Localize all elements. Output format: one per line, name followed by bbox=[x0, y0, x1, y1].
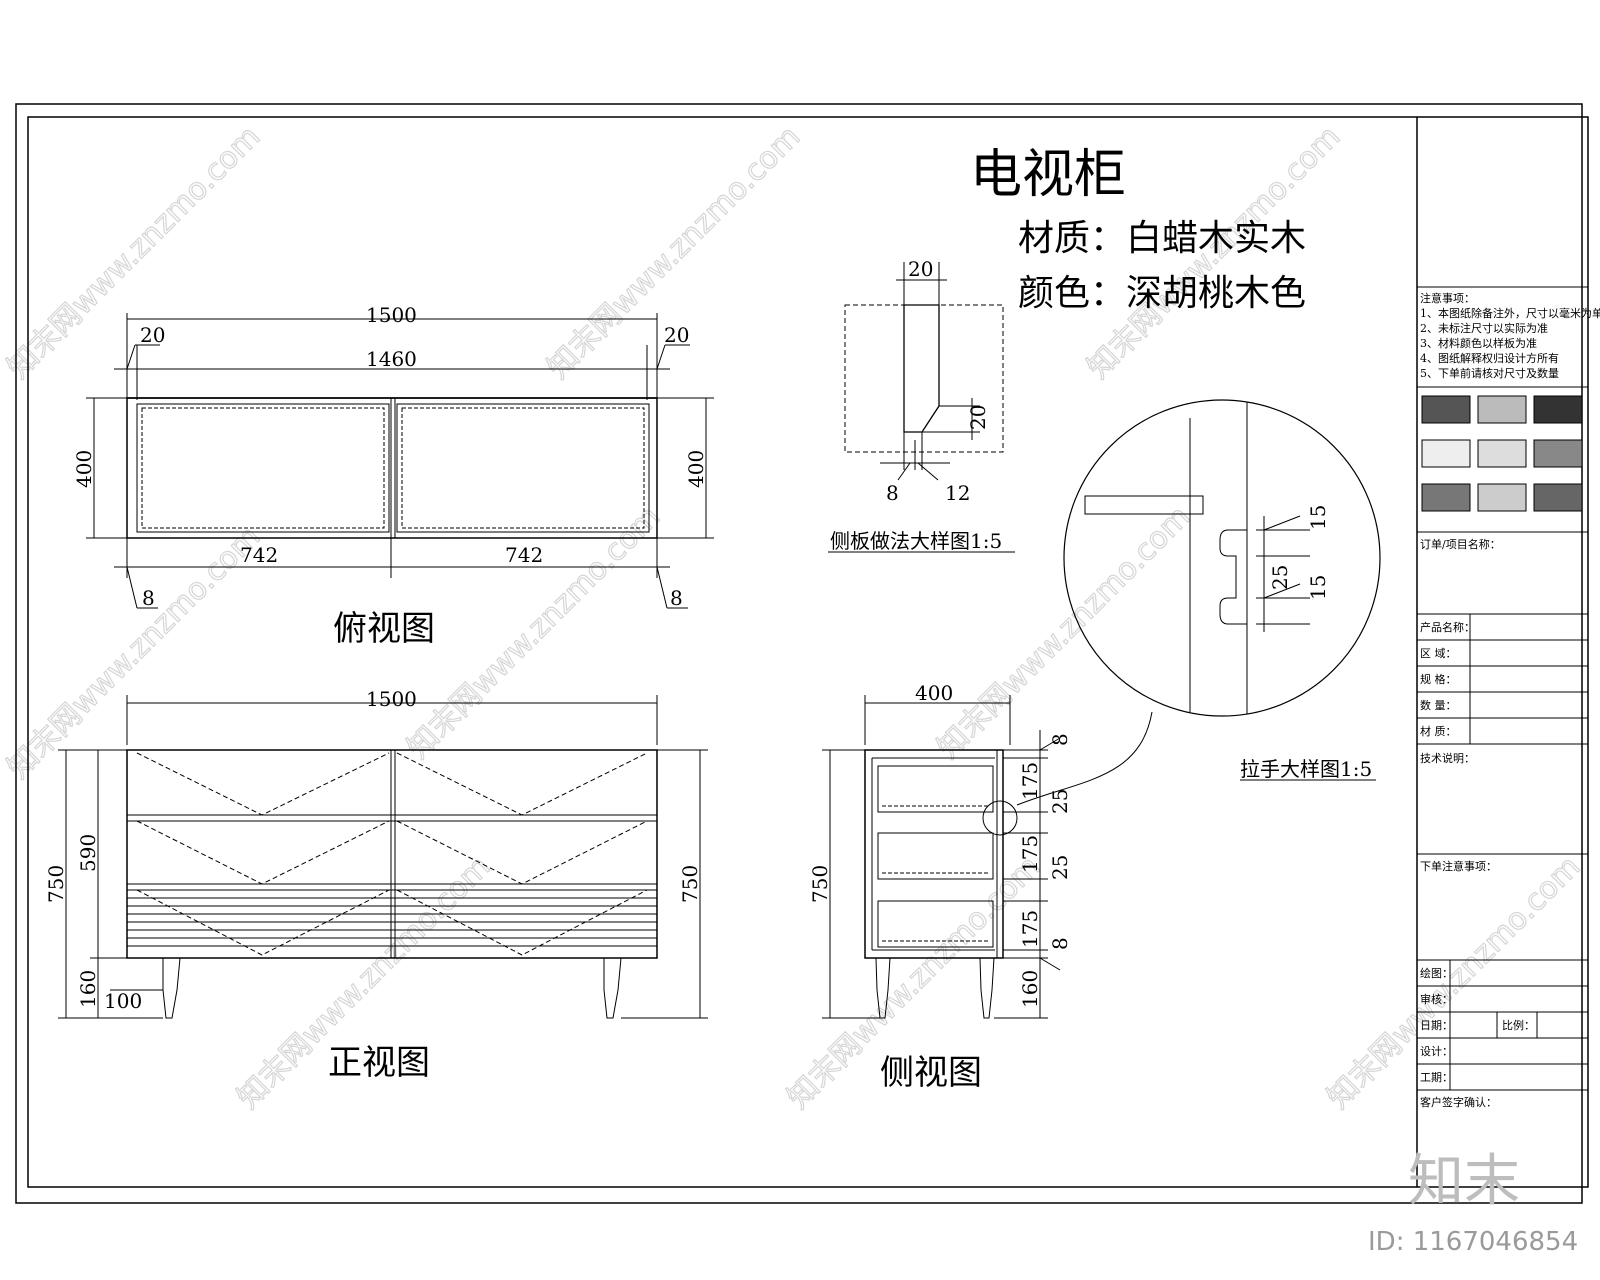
front-view-label: 正视图 bbox=[328, 1043, 430, 1083]
dim-side-bottom: 8 bbox=[1048, 937, 1072, 950]
watermark-text: 知末网www.znzmo.com bbox=[401, 499, 667, 765]
note-line: 注意事项： bbox=[1420, 291, 1475, 305]
dim-front-height-left: 750 bbox=[44, 865, 68, 903]
watermark-text: 知末网www.znzmo.com bbox=[1, 519, 267, 785]
dim-top-depth-left: 400 bbox=[72, 450, 96, 488]
note-line: 3、材料颜色以样板为准 bbox=[1420, 336, 1537, 350]
sign-drawer: 绘图： bbox=[1420, 966, 1453, 980]
dim-front-height-right: 750 bbox=[678, 865, 702, 903]
top-view-dimensions: 1500 1460 20 20 400 400 742 742 8 8 bbox=[72, 303, 708, 610]
side-view bbox=[822, 695, 1152, 1018]
color-text: 颜色：深胡桃木色 bbox=[1018, 273, 1306, 314]
field-product-name: 产品名称： bbox=[1420, 620, 1475, 634]
dim-front-leg-height: 160 bbox=[76, 970, 100, 1008]
dim-panel-bottom-left: 8 bbox=[886, 481, 899, 505]
dim-side-drawer-1: 175 bbox=[1018, 762, 1042, 800]
sign-scale: 比例： bbox=[1502, 1018, 1535, 1032]
drawing-title: 电视柜 bbox=[970, 145, 1126, 205]
sign-fields: 绘图： 审核： 日期： 比例： 设计： 工期： bbox=[1420, 966, 1535, 1084]
sign-date: 日期： bbox=[1420, 1019, 1453, 1032]
title-block bbox=[1417, 117, 1588, 1187]
dim-front-body-height: 590 bbox=[76, 834, 100, 872]
dim-handle-a: 15 bbox=[1306, 505, 1330, 530]
dim-top-inner: 1460 bbox=[366, 347, 417, 371]
front-view bbox=[58, 695, 708, 1018]
project-label: 订单/项目名称： bbox=[1420, 537, 1501, 551]
note-line: 1、本图纸除备注外，尺寸以毫米为单位 bbox=[1420, 306, 1600, 320]
dim-side-gap-1: 25 bbox=[1048, 789, 1072, 814]
note-line: 5、下单前请核对尺寸及数量 bbox=[1420, 366, 1559, 380]
handle-dimensions: 15 25 15 bbox=[1268, 505, 1330, 600]
product-fields: 产品名称： 区 域： 规 格： 数 量： 材 质： bbox=[1420, 620, 1475, 738]
side-panel-detail-label: 侧板做法大样图1:5 bbox=[830, 529, 1002, 553]
outer-border bbox=[16, 104, 1582, 1203]
side-view-label: 侧视图 bbox=[880, 1053, 982, 1093]
dim-top-overall: 1500 bbox=[366, 303, 417, 327]
side-view-dimensions: 400 750 8 175 25 175 25 175 8 160 bbox=[808, 681, 1072, 1008]
sign-designer: 设计： bbox=[1420, 1045, 1453, 1058]
tech-label: 技术说明： bbox=[1420, 751, 1475, 765]
material-swatches bbox=[1422, 396, 1582, 511]
side-panel-dimensions: 20 20 8 12 bbox=[886, 257, 990, 505]
watermark-text: 知末网www.znzmo.com bbox=[1321, 849, 1587, 1115]
dim-side-leg: 160 bbox=[1018, 970, 1042, 1008]
dim-side-drawer-3: 175 bbox=[1018, 910, 1042, 948]
handle-detail-label: 拉手大样图1:5 bbox=[1240, 757, 1372, 781]
dim-panel-chamfer: 20 bbox=[966, 405, 990, 430]
notes-block: 注意事项： 1、本图纸除备注外，尺寸以毫米为单位 2、未标注尺寸以实际为准 3、… bbox=[1420, 291, 1600, 380]
inner-border bbox=[28, 117, 1588, 1187]
dim-side-depth: 400 bbox=[915, 681, 953, 705]
side-panel-detail bbox=[828, 262, 1015, 552]
note-line: 2、未标注尺寸以实际为准 bbox=[1420, 321, 1548, 335]
dim-top-door-left: 742 bbox=[240, 543, 278, 567]
dim-top-gap-right: 8 bbox=[670, 586, 683, 610]
watermark-layer: 知末网www.znzmo.com 知末网www.znzmo.com 知末网www… bbox=[0, 119, 1587, 1116]
brand-logo: 知末 bbox=[1408, 1149, 1520, 1214]
client-label: 客户签字确认： bbox=[1420, 1095, 1497, 1109]
dim-top-depth-right: 400 bbox=[684, 450, 708, 488]
dim-side-gap-2: 25 bbox=[1048, 855, 1072, 880]
image-id: ID: 1167046854 bbox=[1368, 1227, 1578, 1257]
field-area: 区 域： bbox=[1420, 647, 1457, 660]
watermark-text: 知末网www.znzmo.com bbox=[1, 119, 267, 385]
handle-detail bbox=[1064, 400, 1380, 780]
dim-handle-c: 15 bbox=[1306, 575, 1330, 600]
dim-top-left-edge: 20 bbox=[140, 323, 165, 347]
field-quantity: 数 量： bbox=[1420, 699, 1457, 712]
top-view bbox=[86, 313, 714, 608]
order-label: 下单注意事项： bbox=[1420, 859, 1497, 873]
dim-panel-bottom-right: 12 bbox=[945, 481, 970, 505]
sign-schedule: 工期： bbox=[1420, 1071, 1453, 1084]
dim-side-top: 8 bbox=[1048, 733, 1072, 746]
material-text: 材质：白蜡木实木 bbox=[1018, 218, 1306, 259]
dim-handle-b: 25 bbox=[1268, 565, 1292, 590]
front-view-dimensions: 1500 750 590 750 160 100 bbox=[44, 687, 702, 1013]
dim-side-height: 750 bbox=[808, 865, 832, 903]
top-view-label: 俯视图 bbox=[333, 609, 435, 649]
sign-reviewer: 审核： bbox=[1420, 992, 1453, 1006]
dim-front-overall: 1500 bbox=[366, 687, 417, 711]
field-material: 材 质： bbox=[1420, 724, 1457, 738]
dim-front-leg-offset: 100 bbox=[104, 989, 142, 1013]
dim-panel-top: 20 bbox=[908, 257, 933, 281]
note-line: 4、图纸解释权归设计方所有 bbox=[1420, 351, 1559, 365]
dim-top-gap-left: 8 bbox=[142, 586, 155, 610]
dim-side-drawer-2: 175 bbox=[1018, 835, 1042, 873]
field-spec: 规 格： bbox=[1420, 672, 1457, 686]
dim-top-right-edge: 20 bbox=[664, 323, 689, 347]
dim-top-door-right: 742 bbox=[505, 543, 543, 567]
